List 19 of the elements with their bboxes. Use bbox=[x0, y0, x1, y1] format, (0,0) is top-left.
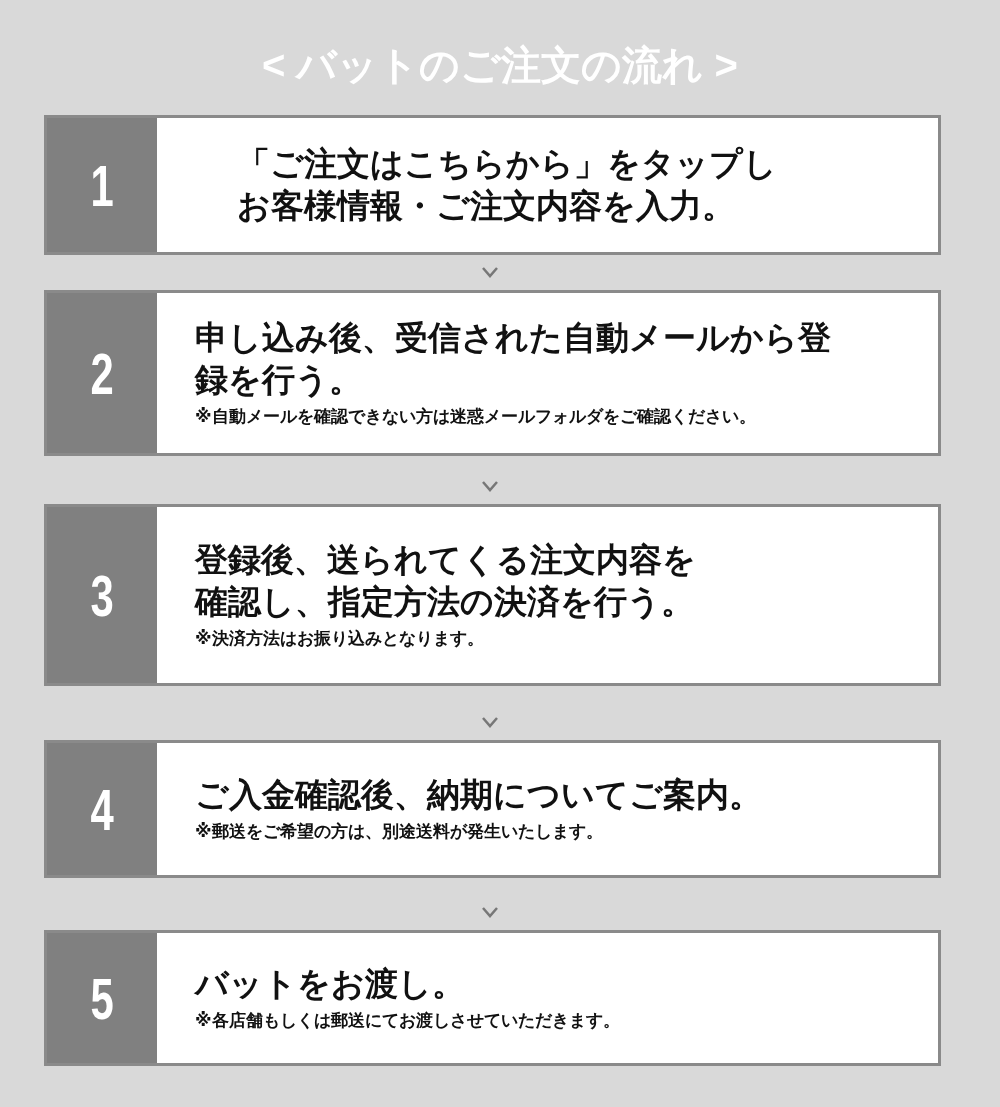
step-note: ※自動メールを確認できない方は迷惑メールフォルダをご確認ください。 bbox=[195, 406, 757, 428]
step-box bbox=[44, 930, 941, 1066]
step-box bbox=[44, 740, 941, 878]
step-number: 5 bbox=[47, 933, 157, 1063]
step-text: 登録後、送られてくる注文内容を確認し、指定方法の決済を行う。 bbox=[195, 540, 697, 622]
step-box bbox=[44, 115, 941, 255]
step-number: 2 bbox=[47, 293, 157, 453]
step-note: ※決済方法はお振り込みとなります。 bbox=[195, 628, 485, 650]
step-box bbox=[44, 290, 941, 456]
step-text: バットをお渡し。 bbox=[195, 964, 466, 1004]
step-number: 4 bbox=[47, 743, 157, 875]
step-number: 1 bbox=[47, 118, 157, 252]
step-note: ※各店舗もしくは郵送にてお渡しさせていただきます。 bbox=[195, 1010, 621, 1032]
step-box bbox=[44, 504, 941, 686]
step-number: 3 bbox=[47, 507, 157, 683]
step-text: ご入金確認後、納期についてご案内。 bbox=[195, 775, 763, 815]
step-text: 「ご注文はこちらから」をタップしお客様情報・ご注文内容を入力。 bbox=[237, 144, 778, 226]
step-note: ※郵送をご希望の方は、別途送料が発生いたします。 bbox=[195, 821, 604, 843]
step-text: 申し込み後、受信された自動メールから登録を行う。 bbox=[195, 318, 832, 400]
